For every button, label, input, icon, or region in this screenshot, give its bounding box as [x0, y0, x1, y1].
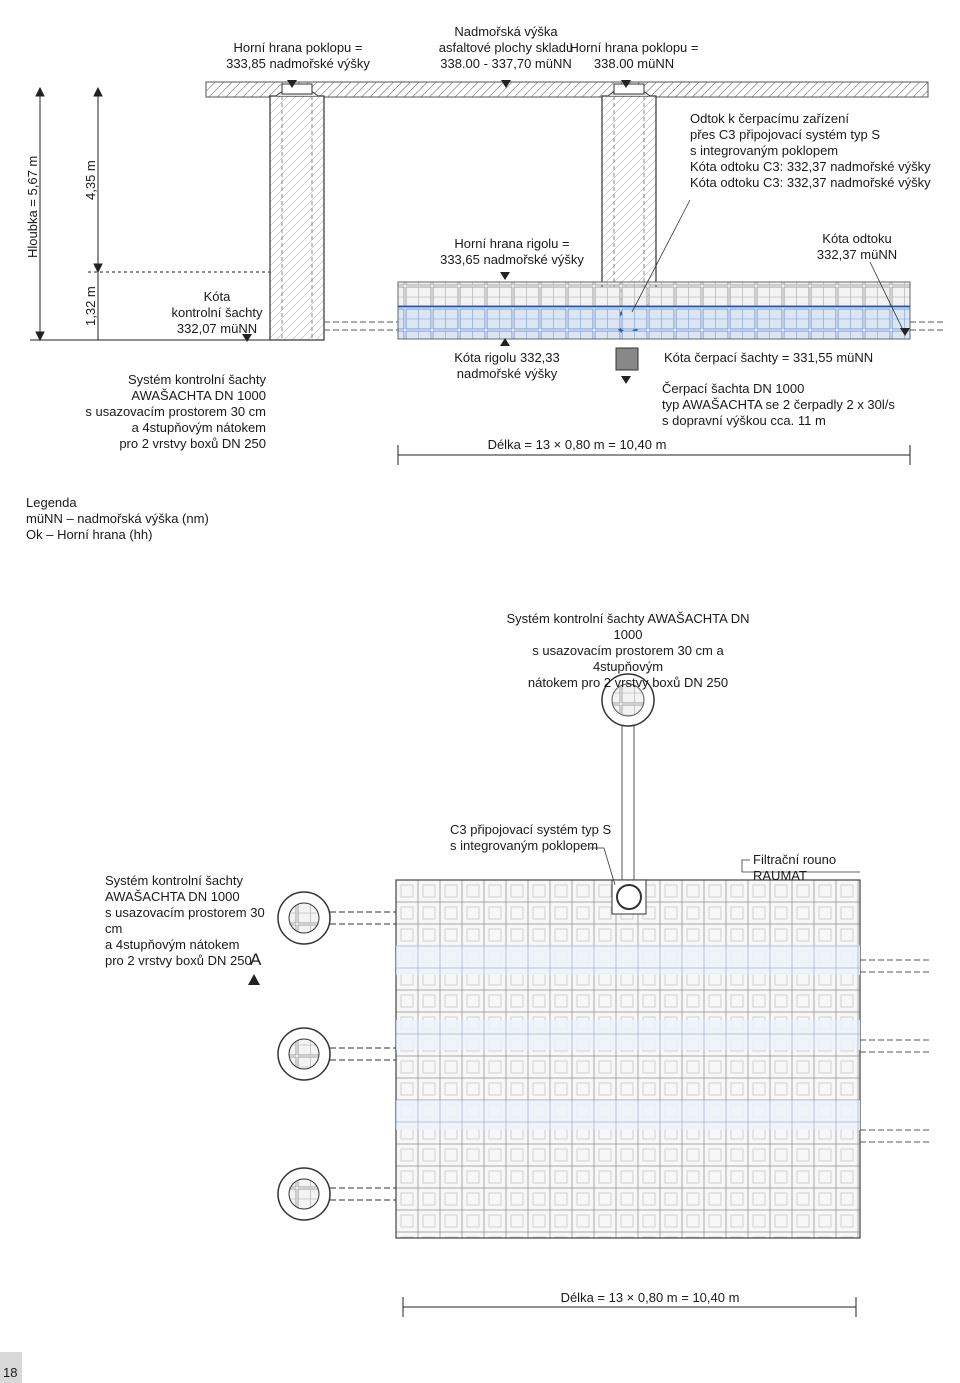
control-shaft-left: [269, 83, 325, 341]
plan-shafts-left: [277, 891, 396, 1221]
label-shaft-level: Kóta kontrolní šachty 332,07 müNN: [171, 289, 263, 336]
label-plan-c3-system: C3 připojovací systém typ S s integrovan…: [450, 822, 612, 853]
box-layer-lower: [397, 306, 911, 340]
pump-shaft-right: [601, 83, 657, 371]
label-rigol-top: Horní hrana rigolu = 333,65 nadmořské vý…: [440, 236, 584, 267]
level-markers: [242, 80, 910, 384]
plan-c3-connector: [611, 879, 647, 915]
section-marker-a: [248, 974, 260, 985]
section-length-dimension: [397, 445, 911, 465]
label-asphalt-level: Nadmořská výška asfaltové plochy skladu …: [438, 24, 574, 71]
depth-dimensions: [30, 86, 270, 342]
plan-box-field: [395, 879, 861, 1239]
label-control-system-section: Systém kontrolní šachty AWAŠACHTA DN 100…: [85, 372, 266, 451]
label-plan-length: Délka = 13 × 0,80 m = 10,40 m: [560, 1290, 740, 1305]
plan-box-band-1: [396, 945, 860, 975]
plan-length-dimension: [402, 1297, 857, 1317]
label-pump-shaft: Čerpací šachta DN 1000 typ AWAŠACHTA se …: [662, 381, 895, 428]
label-depth-upper: 4,35 m: [83, 160, 98, 200]
label-section-marker-a: A: [250, 950, 262, 969]
label-top-edge-right: Horní hrana poklopu = 338.00 müNN: [569, 40, 699, 71]
section-leaders: [631, 199, 904, 331]
ground-surface: [205, 81, 929, 98]
label-top-edge-left: Horní hrana poklopu = 333,85 nadmořské v…: [226, 40, 370, 71]
label-plan-filter: Filtrační rouno RAUMAT: [753, 852, 837, 883]
legend-item-munn: müNN – nadmořská výška (nm): [26, 511, 209, 526]
plan-box-band-3: [396, 1100, 860, 1130]
label-outflow-level: Kóta odtoku 332,37 müNN: [816, 231, 898, 262]
label-depth-lower: 1,32 m: [83, 286, 98, 326]
plan-leaders: [590, 847, 860, 886]
label-rigol-level: Kóta rigolu 332,33 nadmořské výšky: [454, 350, 560, 381]
plan-shaft-top: [601, 673, 655, 880]
section-pipes: [324, 321, 945, 331]
label-depth-total: Hloubka = 5,67 m: [25, 155, 40, 258]
label-plan-top-system: Systém kontrolní šachty AWAŠACHTA DN 100…: [506, 611, 750, 690]
page-number: 18: [3, 1365, 18, 1380]
legend-item-ok: Ok – Horní hrana (hh): [26, 527, 153, 542]
plan-box-band-2: [396, 1020, 860, 1050]
label-outflow-note: Odtok k čerpacímu zařízení přes C3 připo…: [690, 111, 931, 190]
page-number-bar: [0, 1352, 22, 1383]
label-section-length: Délka = 13 × 0,80 m = 10,40 m: [487, 437, 667, 452]
plan-pipes-right: [860, 959, 930, 1143]
legend: Legenda müNN – nadmořská výška (nm) Ok –…: [26, 495, 226, 543]
box-layer-upper: [397, 281, 911, 307]
legend-title: Legenda: [26, 495, 77, 510]
label-plan-left-system: Systém kontrolní šachty AWAŠACHTA DN 100…: [105, 873, 265, 968]
label-pump-shaft-level: Kóta čerpací šachty = 331,55 müNN: [664, 350, 874, 365]
